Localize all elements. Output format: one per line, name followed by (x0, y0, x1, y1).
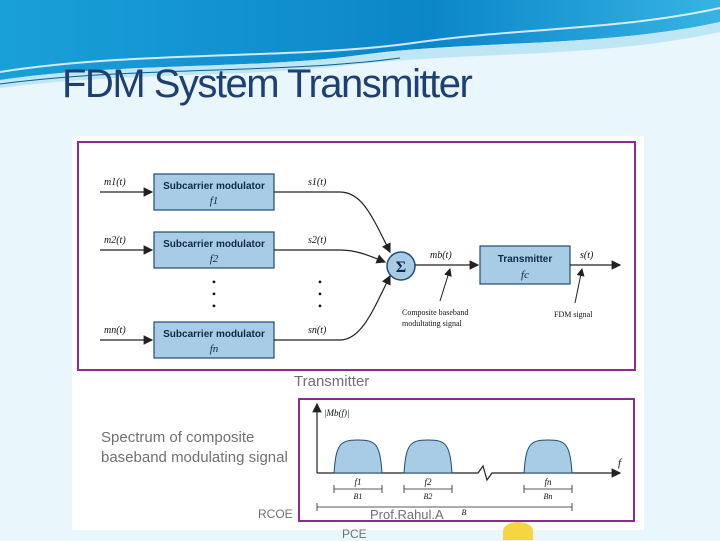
output-s1: s1(t) (308, 177, 327, 188)
header-wave-decoration (0, 0, 720, 88)
modulator-label: Subcarrier modulator (163, 181, 265, 192)
modulator-freq-2: f2 (210, 253, 219, 265)
spectrum-center-2: f2 (424, 477, 432, 487)
dot: • (318, 275, 322, 289)
spectrum-x-label: f (618, 457, 623, 469)
composite-note-1: Composite baseband (402, 308, 468, 317)
fdm-figure: Subcarrier modulator Subcarrier modulato… (72, 136, 644, 530)
output-sn: sn(t) (308, 325, 327, 336)
transmitter-block-label: Transmitter (498, 254, 553, 265)
bandwidth-2: B2 (424, 492, 433, 501)
slide-title: FDM System Transmitter (62, 62, 473, 106)
spectrum-center-n: fn (544, 477, 552, 487)
bandwidth-1: B1 (354, 492, 363, 501)
carrier-freq: fc (521, 269, 529, 281)
footer-pce: PCE (342, 527, 367, 541)
bandwidth-n: Bn (544, 492, 553, 501)
footer-rcoe: RCOE (258, 507, 293, 521)
modulator-label: Subcarrier modulator (163, 239, 265, 250)
spectrum-y-label: |Mb(f)| (324, 408, 349, 418)
dot: • (212, 299, 216, 313)
spectrum-lobes (333, 439, 573, 474)
subcarrier-modulator-2 (153, 231, 275, 269)
summer-circle (386, 251, 416, 281)
fdm-note: FDM signal (554, 310, 593, 319)
transmitter-caption: Transmitter (294, 373, 370, 390)
mb-label: mb(t) (430, 250, 452, 261)
composite-note-2: modultating signal (402, 319, 463, 328)
input-mn: mn(t) (104, 325, 126, 336)
total-bandwidth: B (462, 508, 467, 517)
summer-symbol: Σ (396, 259, 406, 276)
output-s2: s2(t) (308, 235, 327, 246)
dot: • (212, 275, 216, 289)
spectrum-caption: Spectrum of composite baseband modulatin… (101, 429, 288, 466)
dot: • (212, 287, 216, 301)
transmitter-block (479, 245, 571, 285)
fdm-diagram: Subcarrier modulator Subcarrier modulato… (73, 141, 636, 522)
footer-author: Prof.Rahul.A (370, 507, 444, 522)
modulator-freq-n: fn (210, 343, 219, 355)
subcarrier-modulator-1 (153, 173, 275, 211)
dot: • (318, 287, 322, 301)
modulator-label: Subcarrier modulator (163, 329, 265, 340)
st-label: s(t) (580, 250, 594, 261)
decorative-dot (503, 522, 533, 540)
modulator-freq-1: f1 (210, 195, 219, 207)
input-m2: m2(t) (104, 235, 126, 246)
spectrum-center-1: f1 (354, 477, 361, 487)
input-m1: m1(t) (104, 177, 126, 188)
dot: • (318, 299, 322, 313)
